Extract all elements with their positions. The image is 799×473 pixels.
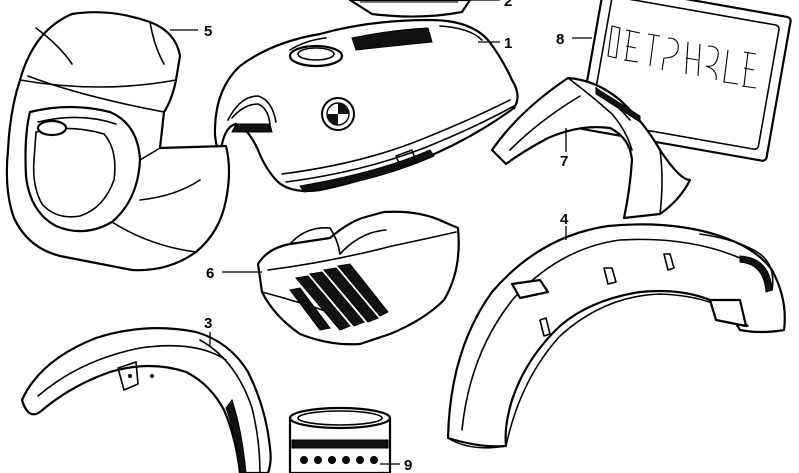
callout-7: 7	[560, 153, 568, 170]
leader-lines	[170, 0, 592, 465]
side-cover-vents-icon	[289, 263, 389, 331]
callout-6: 6	[206, 265, 214, 282]
side-cover-icon	[256, 210, 460, 346]
callout-1: 1	[504, 35, 512, 52]
tank-cover-icon	[348, 0, 472, 18]
plate-icon	[578, 0, 792, 162]
callout-8: 8	[556, 31, 564, 48]
paint-can-icon	[288, 406, 392, 473]
rear-fender-section-icon	[490, 76, 692, 220]
callout-9: 9	[404, 457, 412, 473]
callout-5: 5	[204, 23, 212, 40]
fuel-tank-icon	[213, 18, 519, 193]
callout-2: 2	[504, 0, 512, 10]
rear-mudguard-icon	[446, 223, 786, 449]
callout-3: 3	[204, 315, 212, 332]
callout-4: 4	[560, 211, 569, 228]
front-mudguard-icon	[20, 327, 272, 473]
headlight-fairing-icon	[5, 11, 231, 272]
